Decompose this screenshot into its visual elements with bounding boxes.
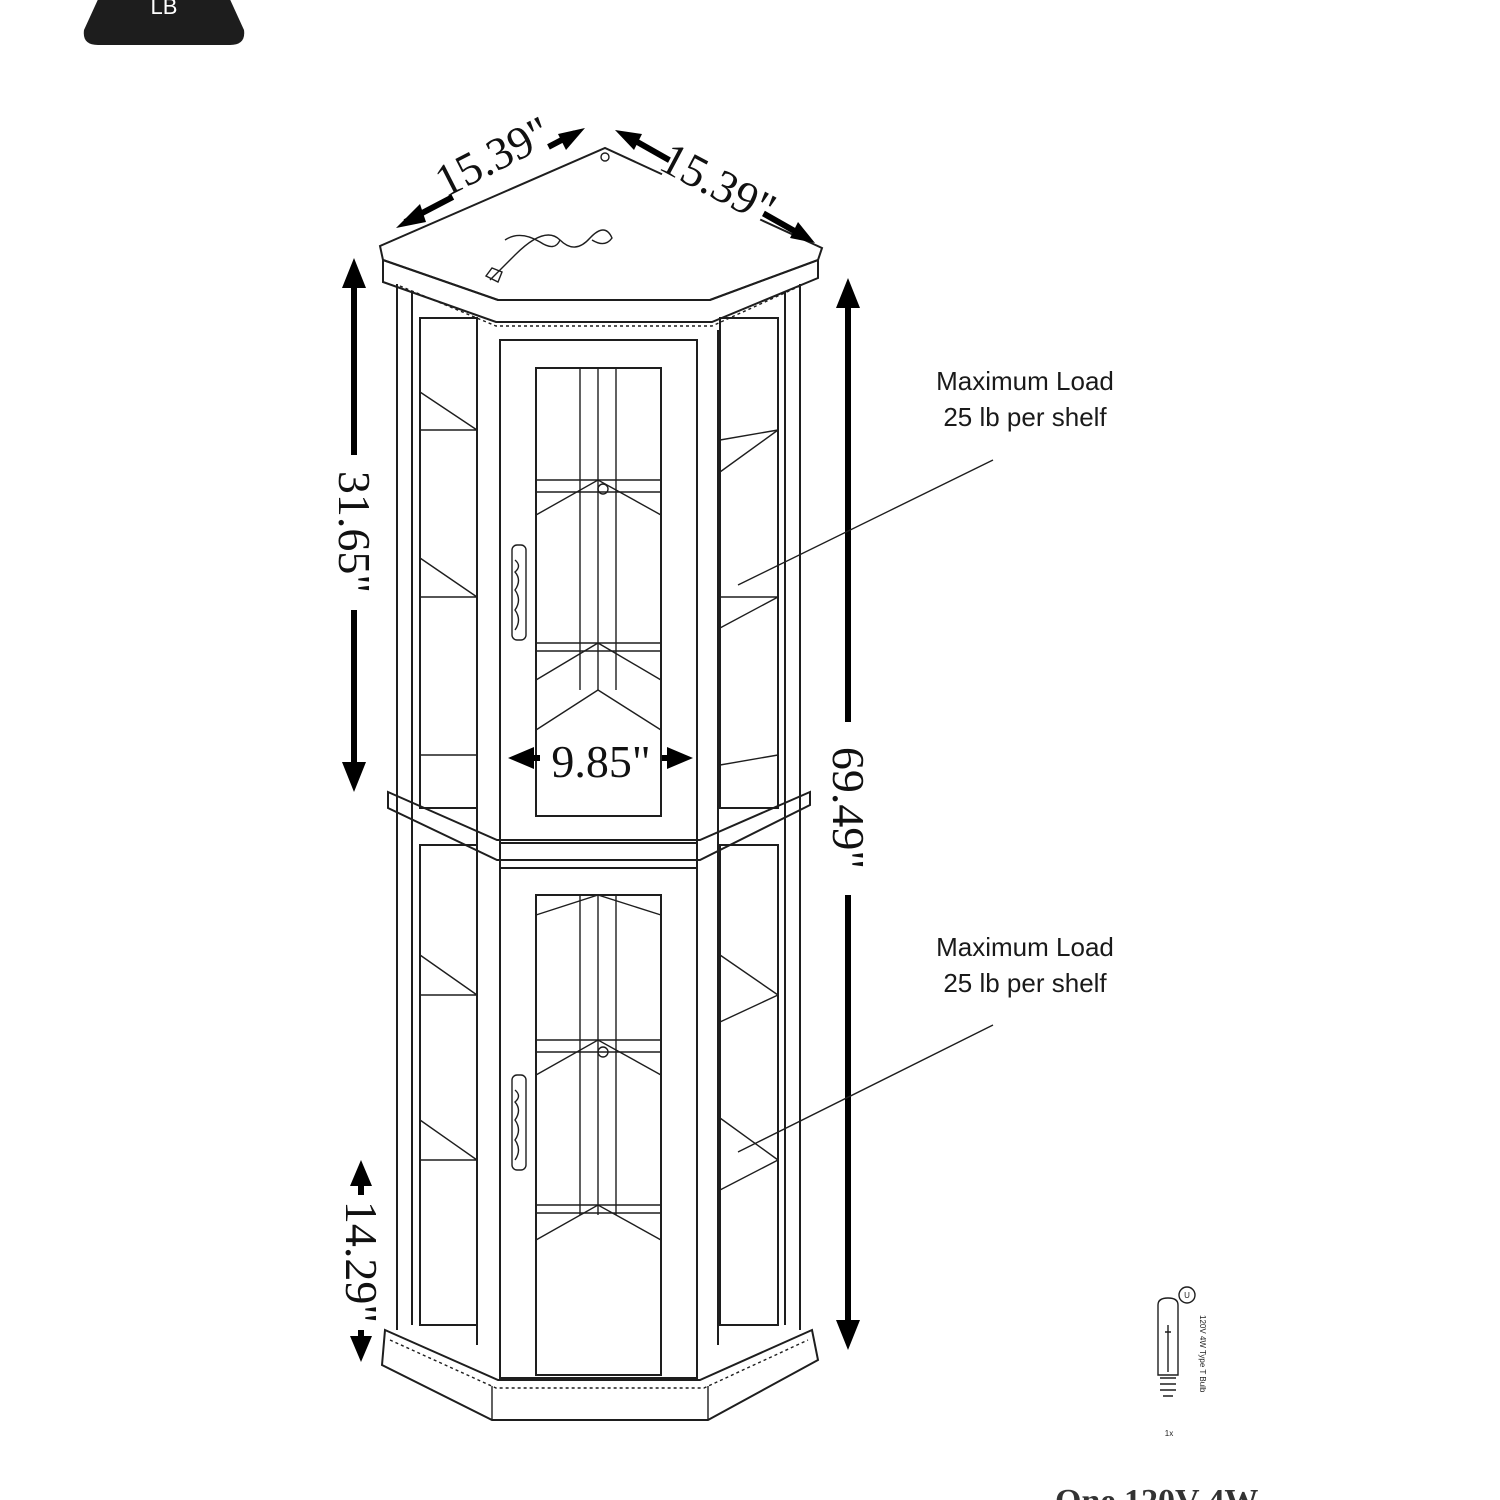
load-note-upper-leader <box>737 459 994 586</box>
dim-upper-height-label: 31.65" <box>329 471 380 593</box>
middle-ledge <box>387 790 811 861</box>
cert-mark-icon <box>1178 1286 1196 1304</box>
bulb-icon <box>1157 1297 1179 1376</box>
dim-total-height: 69.49" <box>823 278 874 1350</box>
corner-tag: LB <box>83 0 245 45</box>
dim-door-width-label: 9.85" <box>551 736 650 787</box>
bulb-illustration: U 120V 4W Type T Bulb 1x <box>1157 1286 1207 1438</box>
upper-right-panel <box>719 317 779 809</box>
dim-top-left: 15.39" <box>396 103 585 228</box>
dim-base-height: 14.29" <box>336 1160 387 1362</box>
bulb-quantity: 1x <box>1165 1429 1173 1438</box>
dim-total-height-label: 69.49" <box>823 747 874 869</box>
lower-right-panel <box>719 844 779 1326</box>
load-note-lower-line1: Maximum Load <box>936 932 1114 962</box>
lower-front-door <box>499 867 698 1379</box>
lower-left-panel <box>419 844 478 1326</box>
upper-left-panel <box>419 317 478 809</box>
cabinet-base <box>380 1328 820 1421</box>
dim-base-height-label: 14.29" <box>336 1201 387 1323</box>
dim-upper-height: 31.65" <box>329 258 380 792</box>
bulb-caption: One 120V 4W <box>1055 1483 1258 1500</box>
power-cord <box>489 229 613 281</box>
upper-front-door <box>499 339 698 844</box>
load-note-upper-line2: 25 lb per shelf <box>943 402 1107 432</box>
load-note-lower-leader <box>737 1024 994 1153</box>
load-note-lower: Maximum Load 25 lb per shelf <box>737 932 1114 1153</box>
bulb-spec: 120V 4W Type T Bulb <box>1198 1315 1207 1393</box>
corner-tag-label: LB <box>151 0 178 19</box>
dim-top-right-label: 15.39" <box>652 132 784 234</box>
dim-door-width: 9.85" <box>508 736 693 787</box>
lower-door-handle <box>511 1074 527 1171</box>
load-note-lower-line2: 25 lb per shelf <box>943 968 1107 998</box>
load-note-upper-line1: Maximum Load <box>936 366 1114 396</box>
upper-door-handle <box>511 544 527 641</box>
cert-mark-label: U <box>1184 1291 1190 1300</box>
dim-top-right: 15.39" <box>615 130 815 243</box>
cabinet-drawing <box>378 146 824 1421</box>
load-note-upper: Maximum Load 25 lb per shelf <box>737 366 1114 586</box>
